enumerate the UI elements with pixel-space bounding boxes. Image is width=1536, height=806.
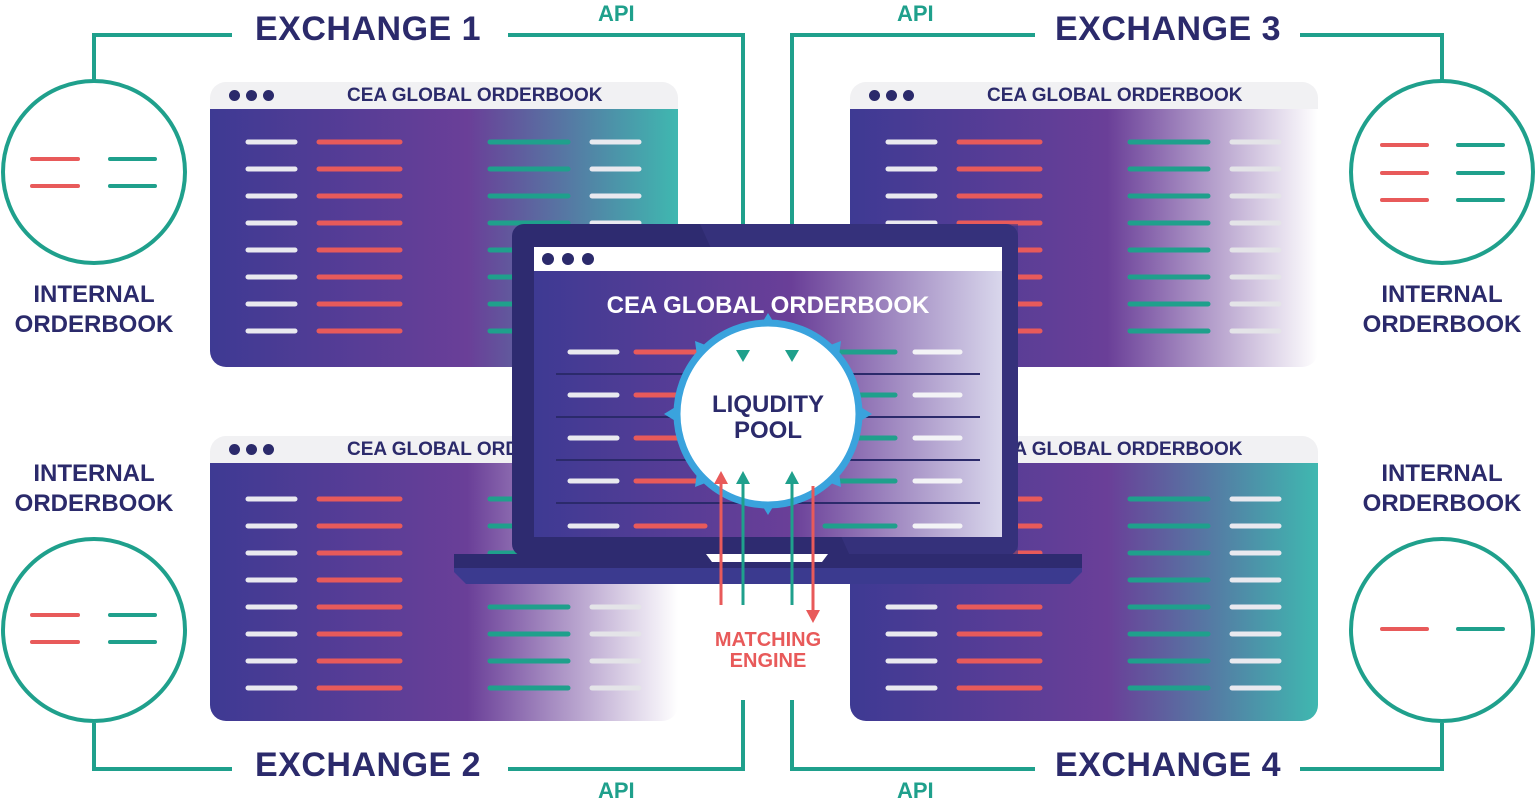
- internal-orderbook-line2: ORDERBOOK: [14, 311, 174, 338]
- internal-orderbook-label: INTERNAL ORDERBOOK: [4, 280, 184, 340]
- internal-orderbook-circle-tl: [1, 79, 187, 265]
- window-dot-icon: [246, 90, 257, 101]
- window-dot-icon: [229, 90, 240, 101]
- internal-orderbook-circle-tr: [1349, 79, 1535, 265]
- window-dot-icon: [582, 253, 594, 265]
- laptop-screen-titlebar: [534, 247, 1002, 271]
- arrow-down-icon: [736, 350, 750, 362]
- exchange-3-label: EXCHANGE 3: [1055, 10, 1282, 48]
- arrow-down-icon: [806, 610, 820, 623]
- exchange-2-label: EXCHANGE 2: [255, 746, 482, 784]
- window-dot-icon: [869, 90, 880, 101]
- liquidity-pool-label: LIQUDITY POOL: [677, 392, 859, 452]
- arrow-up-icon: [785, 471, 799, 484]
- matching-engine-line1: MATCHING: [714, 629, 822, 651]
- api-label: API: [897, 778, 934, 803]
- window-dot-icon: [903, 90, 914, 101]
- laptop-notch: [706, 554, 828, 562]
- window-dot-icon: [263, 90, 274, 101]
- internal-orderbook-line1: INTERNAL: [33, 460, 155, 487]
- liquidity-pool-line1: LIQUDITY: [712, 391, 824, 418]
- internal-orderbook-line1: INTERNAL: [1381, 281, 1503, 308]
- exchange-1-label: EXCHANGE 1: [255, 10, 482, 48]
- api-label: API: [897, 1, 934, 26]
- arrow-up-icon: [714, 471, 728, 484]
- window-title: CEA GLOBAL ORDERBOOK: [987, 85, 1243, 106]
- laptop-screen-title: CEA GLOBAL ORDERBOOK: [606, 292, 930, 319]
- arrow-up-icon: [736, 471, 750, 484]
- window-title: CEA GLOBAL ORDERBOOK: [347, 85, 603, 106]
- liquidity-pool-line2: POOL: [733, 417, 802, 444]
- internal-orderbook-line1: INTERNAL: [1381, 460, 1503, 487]
- internal-orderbook-label: INTERNAL ORDERBOOK: [1352, 280, 1532, 340]
- internal-orderbook-label: INTERNAL ORDERBOOK: [4, 459, 184, 519]
- window-titlebar: CEA GLOBAL ORDERBOOK: [850, 82, 1318, 109]
- window-dot-icon: [263, 444, 274, 455]
- api-label: API: [598, 778, 635, 803]
- internal-orderbook-label: INTERNAL ORDERBOOK: [1352, 459, 1532, 519]
- matching-engine-line2: ENGINE: [729, 650, 807, 672]
- internal-orderbook-line1: INTERNAL: [33, 281, 155, 308]
- internal-orderbook-circle-bl: [1, 537, 187, 723]
- window-dot-icon: [886, 90, 897, 101]
- internal-orderbook-line2: ORDERBOOK: [14, 490, 174, 517]
- api-label: API: [598, 1, 635, 26]
- window-dot-icon: [562, 253, 574, 265]
- window-body: [210, 463, 678, 721]
- arrow-down-icon: [785, 350, 799, 362]
- window-dot-icon: [246, 444, 257, 455]
- internal-orderbook-line2: ORDERBOOK: [1362, 311, 1522, 338]
- window-title: CEA GLOBAL ORDERBOOK: [987, 439, 1243, 460]
- internal-orderbook-circle-br: [1349, 537, 1535, 723]
- liquidity-pool-circle: [673, 319, 863, 509]
- window-dot-icon: [229, 444, 240, 455]
- internal-orderbook-line2: ORDERBOOK: [1362, 490, 1522, 517]
- exchange-4-label: EXCHANGE 4: [1055, 746, 1282, 784]
- window-titlebar: CEA GLOBAL ORDERBOOK: [210, 82, 678, 109]
- window-dot-icon: [542, 253, 554, 265]
- matching-engine-label: MATCHING ENGINE: [688, 630, 848, 672]
